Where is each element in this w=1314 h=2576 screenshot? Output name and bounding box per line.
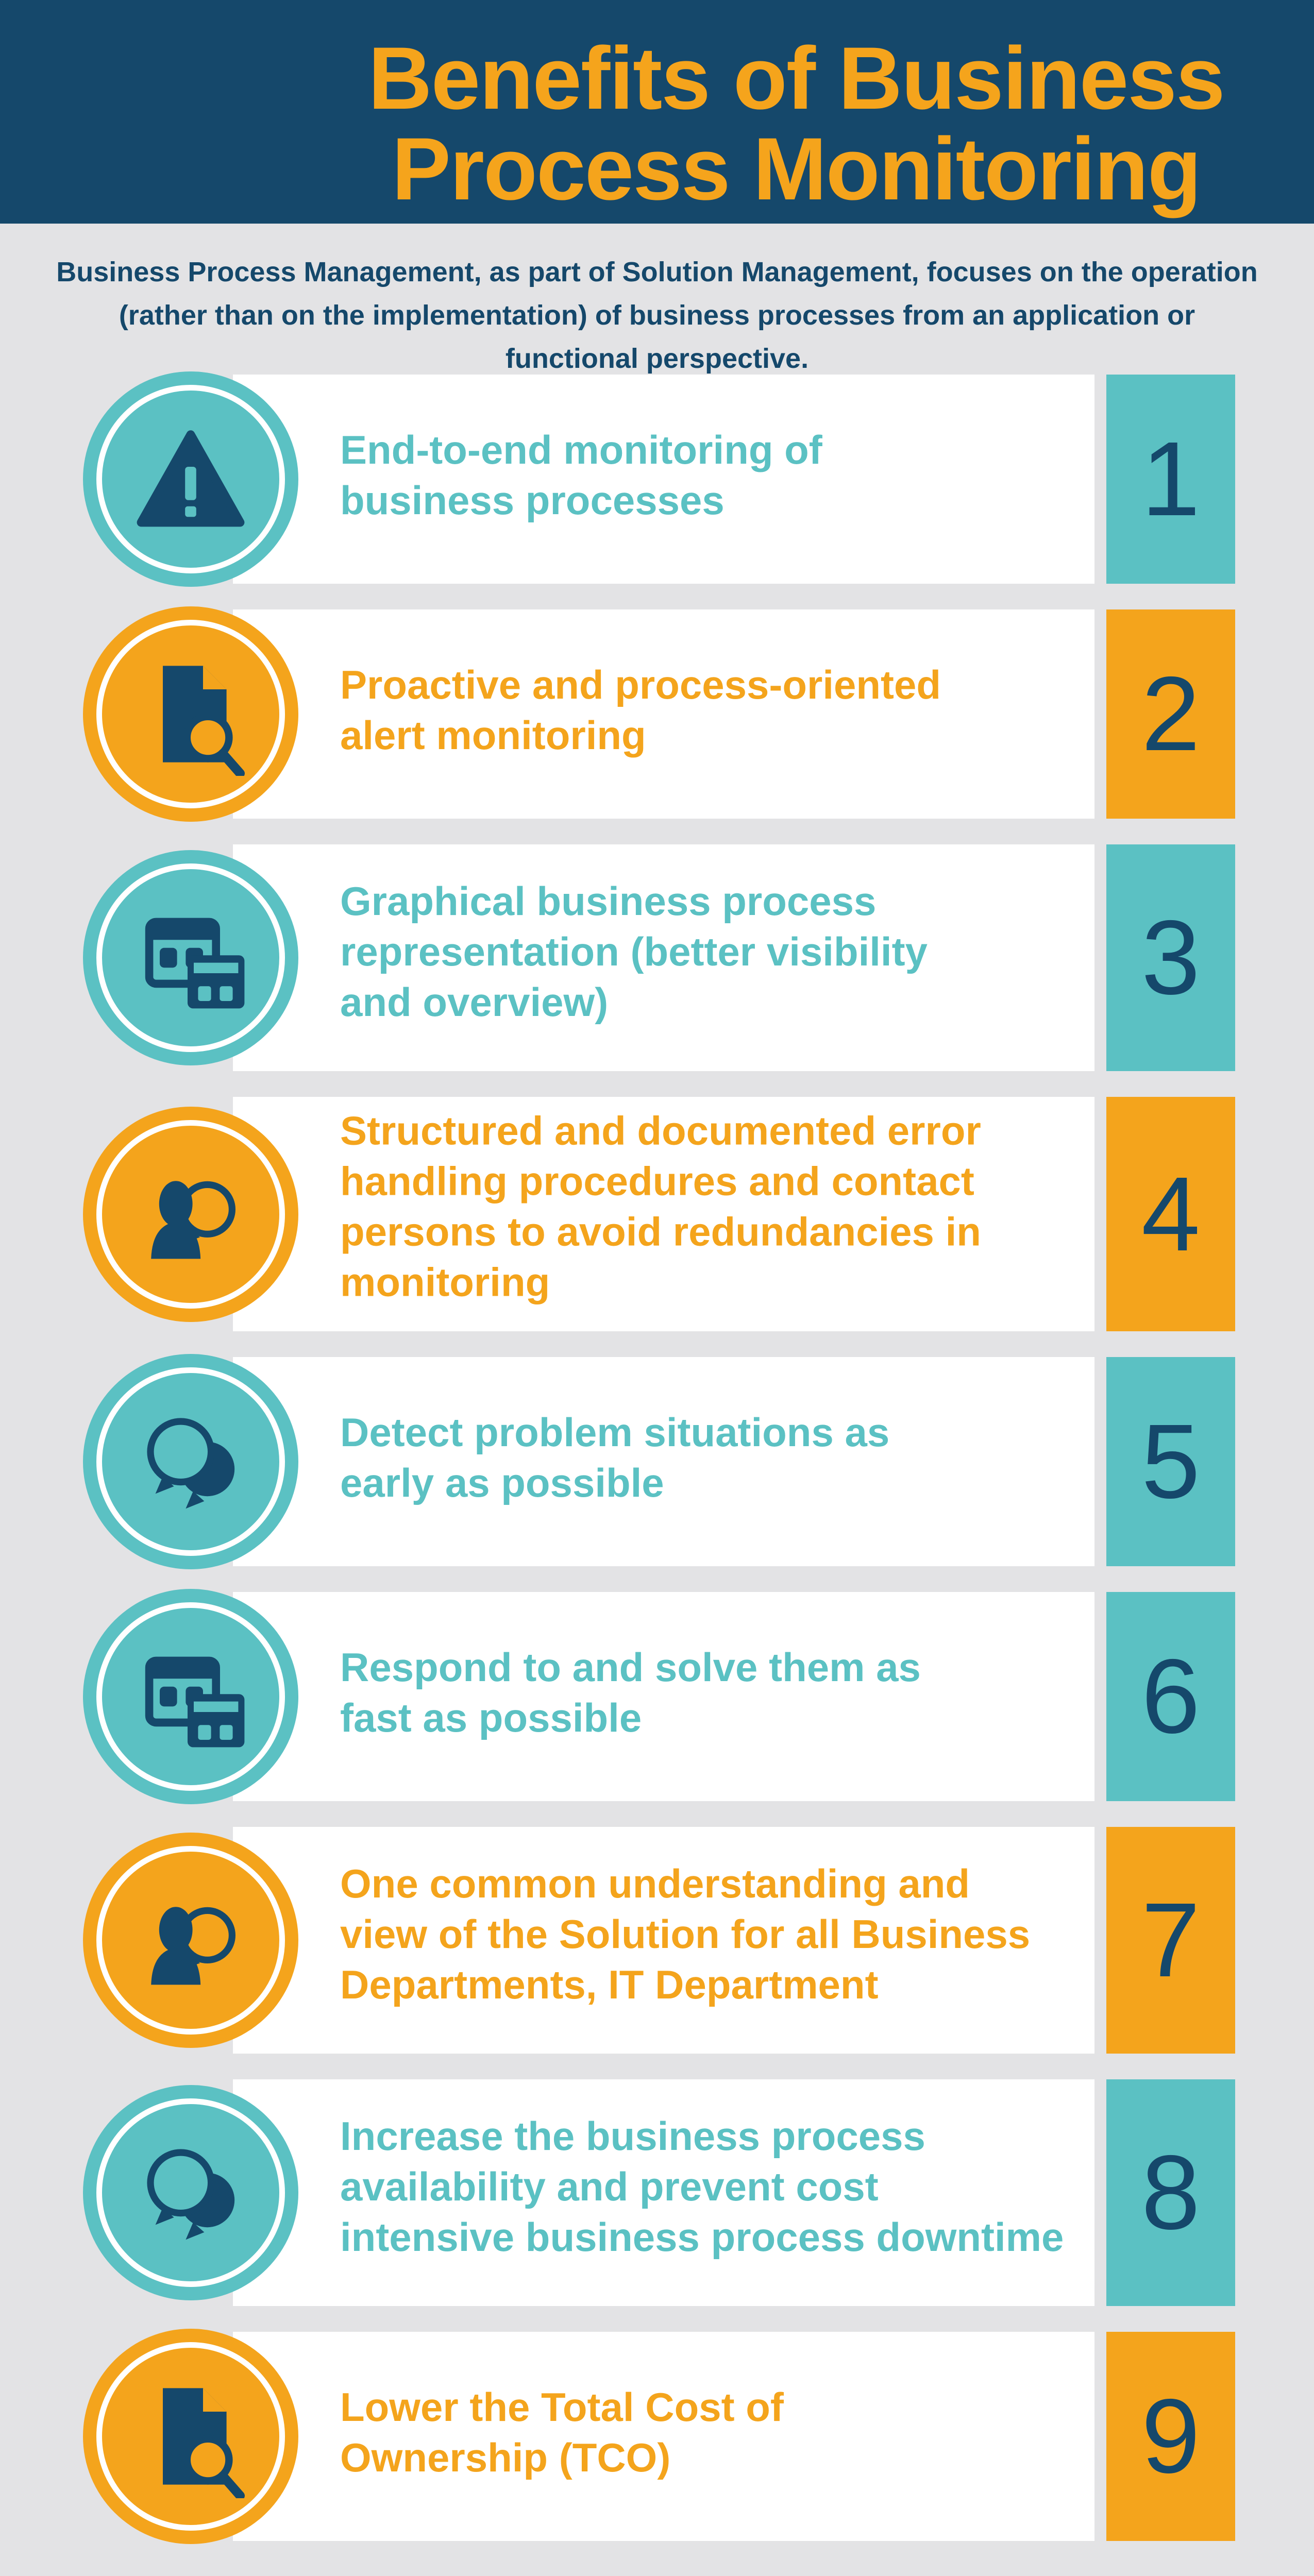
icon-ring [96, 1367, 285, 1556]
chat-bubbles-icon [147, 1418, 235, 1509]
warning-triangle-icon [137, 430, 245, 527]
benefit-card [233, 609, 1094, 819]
benefit-icon-circle [83, 1589, 298, 1804]
benefit-number: 7 [1141, 1881, 1200, 1999]
benefit-number-bar: 4 [1106, 1097, 1235, 1331]
benefit-row-3: 3 Graphical business process representat… [0, 844, 1314, 1071]
benefit-text: Respond to and solve them as fast as pos… [340, 1645, 921, 1741]
benefit-row-4: 4 Structured and documented error handli… [0, 1097, 1314, 1331]
person-speech-icon [151, 1180, 235, 1259]
benefit-row-2: 2 Proactive and process-oriented alert m… [0, 606, 1314, 822]
benefit-row-6: 6 Respond to and solve them as fast as p… [0, 1589, 1314, 1804]
benefit-text: Proactive and process-oriented alert mon… [340, 662, 941, 758]
benefit-row-9: 9 Lower the Total Cost of Ownership (TCO… [0, 2329, 1314, 2544]
benefit-number-bar: 5 [1106, 1357, 1235, 1566]
app-windows-icon [145, 1656, 245, 1748]
benefit-row-1: 1 End-to-end monitoring of business proc… [0, 371, 1314, 587]
benefit-text: One common understanding and view of the… [340, 1861, 1031, 2008]
benefit-number: 4 [1141, 1155, 1200, 1273]
benefit-number: 2 [1141, 655, 1200, 773]
benefit-text: Lower the Total Cost of Ownership (TCO) [340, 2384, 784, 2481]
benefit-number: 5 [1141, 1402, 1200, 1520]
intro-text: Business Process Management, as part of … [56, 257, 1258, 374]
benefit-number: 1 [1141, 420, 1200, 538]
intro-section: Business Process Management, as part of … [0, 224, 1314, 380]
document-search-icon [163, 666, 245, 776]
benefit-row-5: 5 Detect problem situations as early as … [0, 1354, 1314, 1569]
icon-ring [96, 1602, 285, 1791]
benefit-card [233, 1827, 1094, 2054]
benefit-card [233, 844, 1094, 1071]
benefit-number: 9 [1141, 2377, 1200, 2495]
benefit-text: Increase the business process availabili… [340, 2113, 1064, 2260]
benefit-card [233, 2079, 1094, 2306]
benefit-row-8: 8 Increase the business process availabi… [0, 2079, 1314, 2306]
app-windows-icon [145, 918, 245, 1009]
benefit-icon-circle [83, 1106, 298, 1322]
benefit-icon-circle [83, 1833, 298, 2048]
benefit-icon-circle [83, 606, 298, 822]
benefit-number-bar: 9 [1106, 2332, 1235, 2541]
benefit-card [233, 2332, 1094, 2541]
icon-ring [96, 2342, 285, 2531]
benefit-card [233, 375, 1094, 584]
benefit-text: Graphical business process representatio… [340, 878, 928, 1025]
page-title: Benefits of Business Process Monitoring [368, 29, 1225, 218]
document-search-icon [163, 2388, 245, 2498]
benefit-number-bar: 8 [1106, 2079, 1235, 2306]
benefit-icon-circle [83, 850, 298, 1065]
benefit-number-bar: 6 [1106, 1592, 1235, 1801]
icon-ring [96, 863, 285, 1052]
benefit-number: 8 [1141, 2133, 1200, 2251]
chat-bubbles-icon [147, 2149, 235, 2240]
benefit-row-7: 7 One common understanding and view of t… [0, 1827, 1314, 2054]
header-banner: Benefits of Business Process Monitoring [0, 0, 1314, 224]
person-speech-icon [151, 1907, 235, 1985]
benefit-icon-circle [83, 1354, 298, 1569]
benefit-text: Detect problem situations as early as po… [340, 1410, 890, 1506]
benefit-icon-circle [83, 2085, 298, 2300]
benefit-text: Structured and documented error handling… [340, 1107, 981, 1304]
icon-ring [96, 620, 285, 808]
benefit-number: 3 [1141, 899, 1200, 1016]
benefit-number-bar: 1 [1106, 375, 1235, 584]
benefit-card [233, 1357, 1094, 1566]
benefit-card [233, 1097, 1094, 1331]
benefit-number-bar: 3 [1106, 844, 1235, 1071]
benefit-number-bar: 7 [1106, 1827, 1235, 2054]
benefit-number: 6 [1141, 1637, 1200, 1755]
icon-ring [96, 2098, 285, 2287]
benefit-icon-circle [83, 371, 298, 587]
icon-ring [96, 385, 285, 573]
benefit-text: End-to-end monitoring of business proces… [340, 427, 822, 523]
benefit-card [233, 1592, 1094, 1801]
benefit-number-bar: 2 [1106, 609, 1235, 819]
icon-ring [96, 1846, 285, 2035]
icon-ring [96, 1120, 285, 1309]
benefit-icon-circle [83, 2329, 298, 2544]
